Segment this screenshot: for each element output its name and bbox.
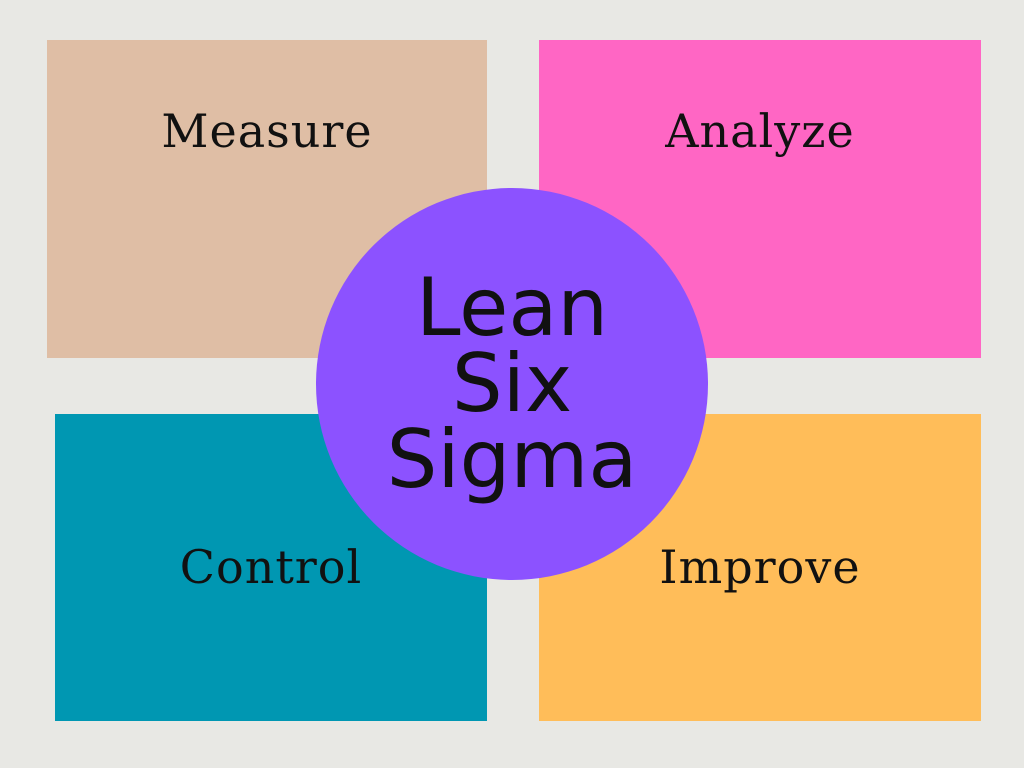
measure-label: Measure bbox=[161, 104, 373, 158]
lean-six-sigma-circle: Lean Six Sigma bbox=[316, 188, 708, 580]
control-quadrant: Control bbox=[55, 414, 487, 721]
analyze-label: Analyze bbox=[665, 104, 855, 158]
center-line-sigma: Sigma bbox=[386, 413, 638, 506]
control-label: Control bbox=[179, 540, 363, 594]
improve-label: Improve bbox=[659, 540, 861, 594]
center-line-six: Six bbox=[451, 337, 573, 430]
center-line-lean: Lean bbox=[415, 261, 609, 354]
measure-quadrant: Measure bbox=[47, 40, 487, 358]
